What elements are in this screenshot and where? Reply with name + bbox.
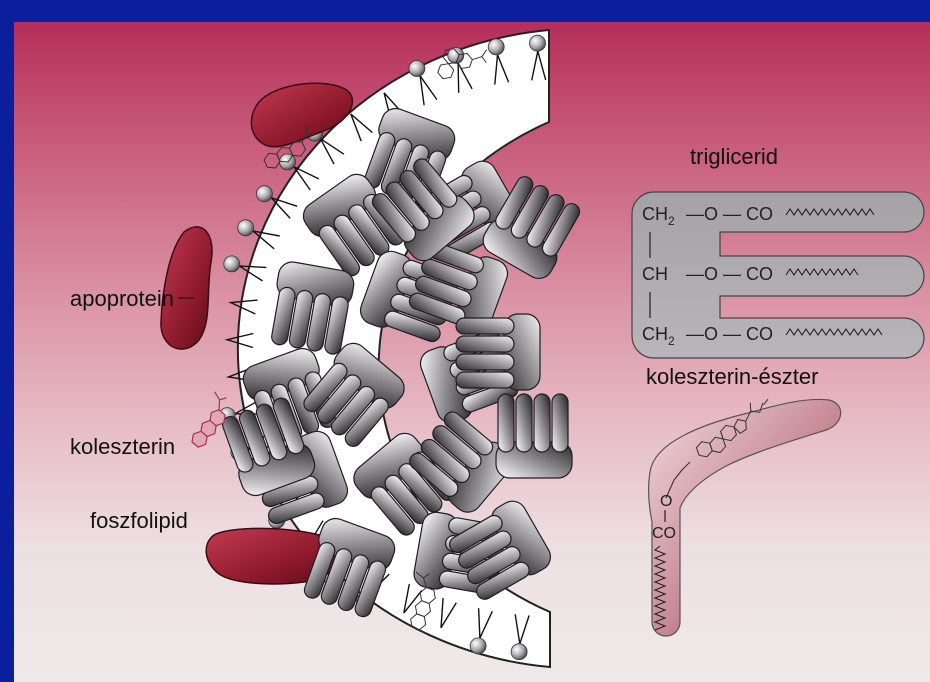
tg-carbon-2: CH <box>642 264 668 284</box>
ester-carbonyl: CO <box>652 525 676 542</box>
label-foszfolipid: foszfolipid <box>90 508 188 533</box>
phospholipid-head <box>488 39 504 55</box>
core-lipid-cluster <box>456 314 540 390</box>
label-koleszterin-eszter: koleszterin-észter <box>646 364 818 389</box>
ester-oxygen: O <box>660 493 672 510</box>
phospholipid-head <box>530 35 546 51</box>
phospholipid-head <box>409 61 425 77</box>
phospholipid-head <box>470 638 486 654</box>
phospholipid-head <box>511 644 527 660</box>
phospholipid-head <box>224 256 240 272</box>
slide-canvas: apoprotein koleszterin foszfolipid trigl… <box>14 22 930 682</box>
phospholipid-head <box>238 220 254 236</box>
phospholipid-head <box>256 186 272 202</box>
core-lipid-cluster <box>496 394 572 478</box>
tg-ester-3: —O — CO <box>686 324 773 344</box>
phospholipid-head <box>448 47 464 63</box>
label-apoprotein: apoprotein <box>70 286 174 311</box>
lipoprotein-diagram: apoprotein koleszterin foszfolipid trigl… <box>14 22 930 682</box>
triglyceride-structure: CH2 —O — CO CH —O — CO CH2 —O — CO <box>632 192 924 358</box>
tg-ester-1: —O — CO <box>686 204 773 224</box>
label-koleszterin: koleszterin <box>70 434 175 459</box>
tg-ester-2: —O — CO <box>686 264 773 284</box>
label-triglicerid: triglicerid <box>690 144 778 169</box>
cholesterol-ester-structure: O CO <box>649 397 841 636</box>
